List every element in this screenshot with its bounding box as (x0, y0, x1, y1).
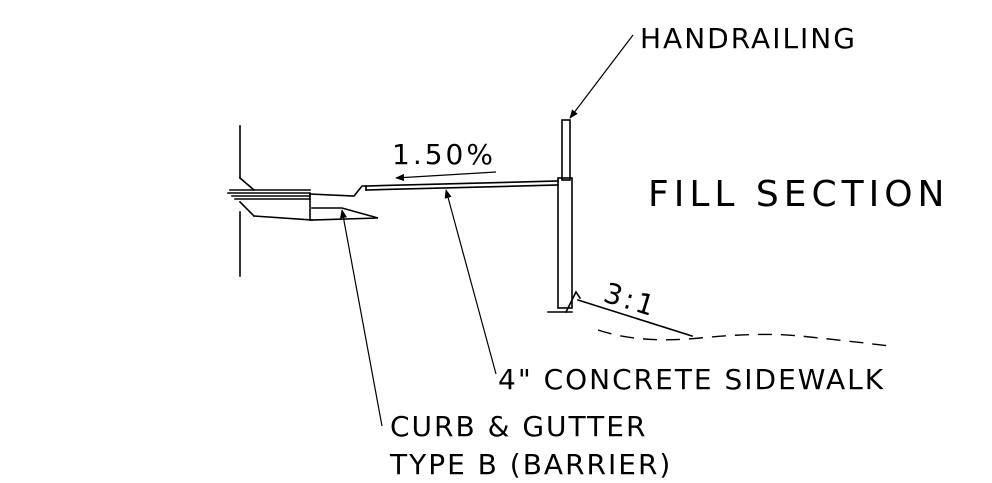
curb-label-line1: CURB & GUTTER (390, 410, 647, 443)
curb-label-line2: TYPE B (BARRIER) (389, 448, 672, 481)
existing-ground-line (597, 329, 891, 347)
concrete-sidewalk (365, 180, 559, 191)
sidewalk-label: 4" CONCRETE SIDEWALK (498, 363, 885, 396)
section-title: FILL SECTION (648, 174, 950, 215)
curb-and-gutter (309, 185, 379, 221)
handrailing-leader (569, 34, 634, 119)
ratio-label: 3:1 (600, 276, 661, 323)
handrail-post (547, 119, 582, 314)
handrailing-label: HANDRAILING (640, 22, 857, 55)
sidewalk-leader (444, 189, 497, 375)
fill-slope (576, 298, 694, 338)
slope-label: 1.50% (392, 138, 496, 171)
pavement-edge (227, 125, 313, 277)
curb-leader (339, 209, 383, 427)
slope-arrow (395, 171, 497, 182)
